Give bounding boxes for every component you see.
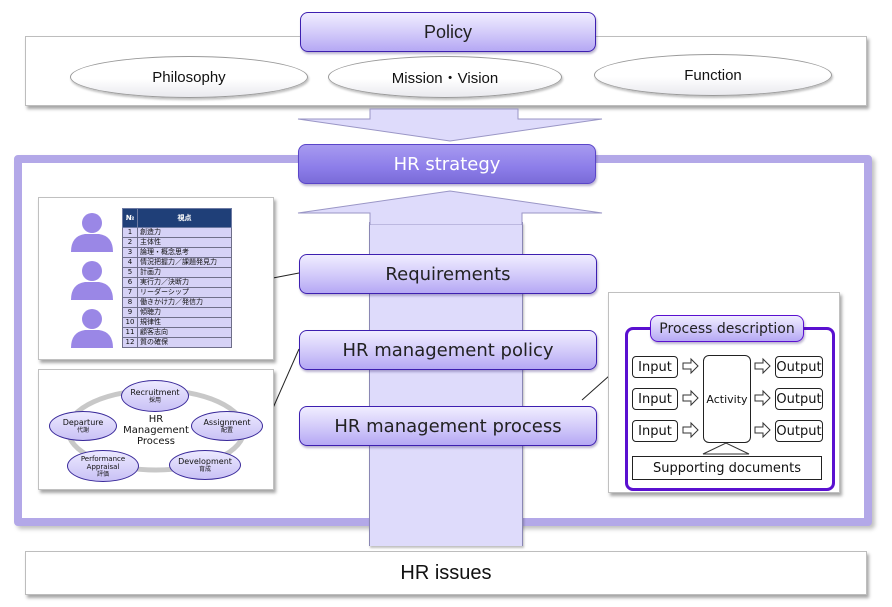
criteria-header-viewpoint: 視点 [137, 208, 232, 228]
criteria-label: 質の確保 [137, 337, 232, 348]
input-label: Input [638, 423, 672, 439]
cycle-center-line: Management [123, 425, 189, 436]
person-icon [71, 309, 113, 348]
down-arrow-icon [297, 108, 603, 142]
mission-vision-ellipse: Mission・Vision [328, 56, 562, 98]
connector-policy [272, 348, 300, 409]
requirements-box: Requirements [299, 254, 597, 294]
philosophy-label: Philosophy [152, 68, 226, 86]
node-en: Performance Appraisal [80, 454, 126, 471]
node-en: Recruitment [130, 388, 180, 397]
input-box: Input [632, 356, 678, 378]
output-label: Output [776, 423, 822, 439]
node-en: Development [178, 457, 232, 466]
connector-requirements [272, 272, 300, 279]
input-label: Input [638, 359, 672, 375]
node-jp: 育成 [198, 466, 211, 473]
hr-management-process-label: HR management process [334, 415, 562, 437]
input-box: Input [632, 420, 678, 442]
node-jp: 評価 [96, 470, 109, 478]
cycle-center-label: HR Management Process [116, 414, 196, 447]
cycle-center-line: Process [137, 436, 175, 447]
activity-label: Activity [706, 392, 748, 406]
hr-management-process-box: HR management process [299, 406, 597, 446]
person-icon [71, 213, 113, 252]
hr-issues-label: HR issues [400, 561, 492, 584]
process-description-title-box: Process description [650, 315, 804, 342]
node-jp: 配置 [220, 427, 233, 434]
hr-issues-box: HR issues [25, 551, 867, 595]
cycle-center-line: HR [148, 414, 164, 425]
hr-management-policy-label: HR management policy [342, 339, 554, 361]
input-label: Input [638, 391, 672, 407]
hr-strategy-title-box: HR strategy [298, 144, 596, 184]
right-arrow-icon [754, 357, 771, 375]
right-arrow-icon [754, 389, 771, 407]
right-arrow-icon [682, 357, 699, 375]
connector-process [581, 375, 610, 401]
up-arrow-icon [297, 190, 603, 225]
output-label: Output [776, 391, 822, 407]
up-triangle-icon [702, 442, 750, 455]
input-box: Input [632, 388, 678, 410]
node-jp: 代謝 [76, 427, 89, 434]
function-label: Function [684, 66, 742, 84]
right-arrow-icon [682, 421, 699, 439]
requirements-label: Requirements [385, 263, 511, 285]
node-en: Assignment [203, 418, 251, 427]
activity-box: Activity [703, 355, 751, 443]
right-arrow-icon [682, 389, 699, 407]
process-description-title: Process description [659, 320, 795, 337]
output-box: Output [775, 388, 823, 410]
philosophy-ellipse: Philosophy [70, 56, 308, 98]
function-ellipse: Function [594, 54, 832, 96]
person-icon [71, 261, 113, 300]
supporting-documents-label: Supporting documents [653, 460, 801, 476]
output-box: Output [775, 420, 823, 442]
output-label: Output [776, 359, 822, 375]
node-jp: 採用 [148, 397, 161, 404]
hr-management-policy-box: HR management policy [299, 330, 597, 370]
output-box: Output [775, 356, 823, 378]
mission-vision-label: Mission・Vision [391, 69, 499, 87]
right-arrow-icon [754, 421, 771, 439]
hr-strategy-title: HR strategy [393, 153, 501, 175]
policy-title-box: Policy [300, 12, 596, 52]
policy-title: Policy [423, 21, 472, 42]
node-en: Departure [62, 418, 104, 427]
supporting-documents-box: Supporting documents [632, 456, 822, 480]
